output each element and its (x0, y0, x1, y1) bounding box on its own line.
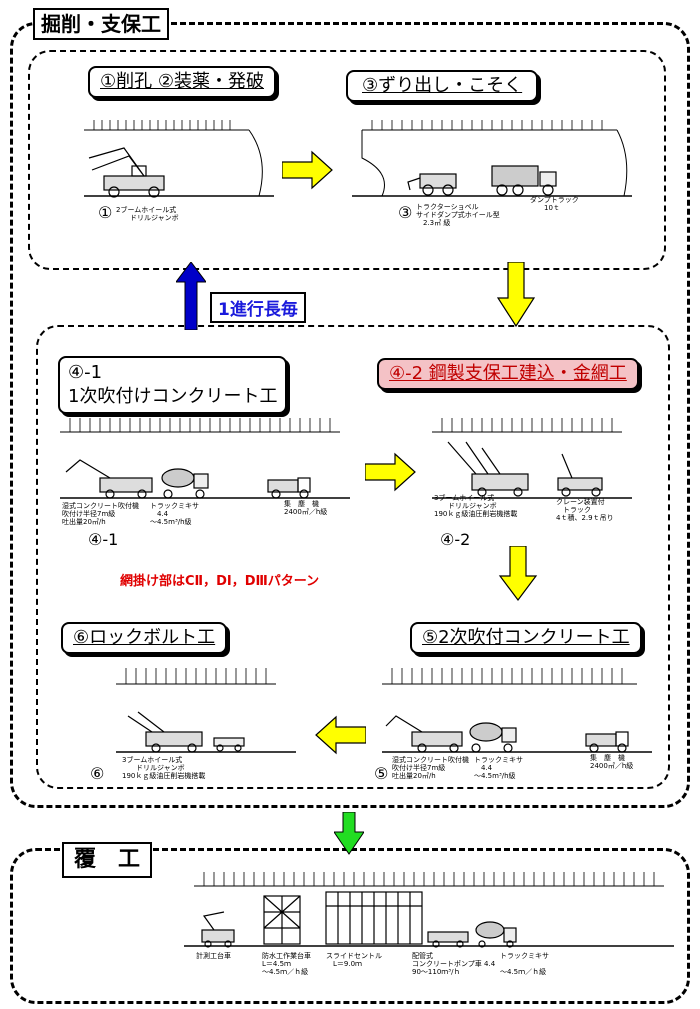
scene-rock-bolt (116, 660, 296, 756)
scene-4-1-caption-b: トラックミキサ 4.4 ～4.5m³/h級 (150, 502, 199, 526)
cycle-arrow (176, 262, 206, 330)
excavation-title: 掘削・支保工 (33, 8, 169, 40)
scene-shotcrete-1 (60, 412, 350, 502)
concrete-pump-icon (427, 931, 469, 948)
measuring-carriage-icon (201, 911, 235, 948)
scene-5-number: ⑤ (374, 764, 389, 783)
scene-lining (184, 866, 684, 950)
scene-4-1-number: ④-1 (88, 530, 119, 549)
waterproof-carriage-icon (263, 895, 301, 945)
excavation-frame (10, 22, 690, 808)
scene-1-number: ① (98, 203, 113, 222)
scene-drill-jumbo (84, 118, 274, 198)
shotcrete-machine-2-icon (385, 715, 463, 753)
truck-mixer-3-icon (475, 921, 517, 948)
scene-steel-support (432, 412, 632, 502)
support-frame (36, 325, 670, 789)
shotcrete-machine-icon (65, 459, 153, 499)
arrow-1-to-3 (282, 150, 333, 190)
scene-4-2-number: ④-2 (440, 530, 471, 549)
scene-5-caption-c: 集 塵 機 2400㎥／h級 (590, 754, 634, 770)
dust-collector-icon (267, 477, 311, 499)
drill-jumbo-3boom-icon (447, 441, 529, 497)
lining-caption-a: 計測工台車 (196, 952, 231, 960)
slide-centle-icon (325, 891, 423, 945)
small-truck-icon (213, 737, 245, 752)
truck-mixer-2-icon (469, 722, 517, 753)
scene-4-1-caption-a: 湿式コンクリート吹付機 吹付け半径7m級 吐出量20㎥/h (62, 502, 139, 526)
lining-caption-e: トラックミキサ ～4.5ｍ／ｈ級 (500, 952, 549, 976)
scene-3-caption-a: トラクターショベル サイドダンプ式ホイール型 2.3㎥ 級 (416, 203, 500, 227)
scene-4-2-caption-a: 3ブームホイール式 ドリルジャンボ 190ｋｇ級油圧削岩機搭載 (434, 494, 518, 518)
scene-3-number: ③ (398, 203, 413, 222)
drill-jumbo-icon (88, 147, 165, 198)
step-4-1-line1: ④-1 (68, 362, 103, 383)
crane-truck-icon (557, 453, 603, 497)
dust-collector-2-icon (585, 731, 629, 753)
step-4-1-line2: 1次吹付けコンクリート工 (68, 386, 278, 407)
scene-5-caption-b: トラックミキサ 4.4 ～4.5m³/h級 (474, 756, 523, 780)
lining-title: 覆 工 (62, 842, 153, 878)
step-4-1-label: ④-1 1次吹付けコンクリート工 (58, 356, 288, 414)
cycle-label: 1進行長毎 (210, 292, 306, 323)
lining-caption-d: 配管式 コンクリートポンプ車 4.4 90～110ｍ³/ｈ (412, 952, 496, 976)
step-3-label: ③ずり出し・こそく (346, 70, 539, 102)
step-1-2-label: ①削孔 ②装薬・発破 (88, 66, 276, 98)
scene-1-caption: 2ブームホイール式 ドリルジャンボ (116, 206, 179, 222)
truck-mixer-icon (161, 468, 209, 499)
wheel-loader-icon (407, 173, 457, 196)
dump-truck-icon (491, 165, 557, 196)
step-4-2-label: ④-2 鋼製支保工建込・金網工 (377, 358, 639, 390)
scene-6-number: ⑥ (90, 764, 105, 783)
arrow-4-1-to-4-2 (365, 452, 416, 492)
arrow-to-lining (334, 812, 364, 855)
step-5-label: ⑤2次吹付コンクリート工 (410, 622, 642, 654)
scene-3-caption-b: ダンプトラック 10ｔ (530, 196, 579, 212)
pattern-note: 網掛け部はCⅡ，DⅠ，DⅢパターン (120, 574, 320, 589)
scene-mucking (352, 118, 632, 198)
arrow-4-2-to-5 (498, 546, 538, 601)
step-6-label: ⑥ロックボルト工 (61, 622, 228, 654)
arrow-3-to-4 (496, 262, 536, 328)
scene-5-caption-a: 湿式コンクリート吹付機 吹付け半径7m級 吐出量20㎥/h (392, 756, 469, 780)
drill-muck-frame (28, 50, 666, 270)
scene-shotcrete-2 (382, 660, 652, 756)
rock-bolt-jumbo-icon (127, 711, 203, 753)
lining-caption-c: スライドセントル L＝9.0ｍ (326, 952, 382, 968)
scene-6-caption-a: 3ブームホイール式 ドリルジャンボ 190ｋｇ級油圧削岩機搭載 (122, 756, 206, 780)
scene-4-2-caption-b: クレーン装置付 トラック 4ｔ積、2.9ｔ吊り (556, 498, 614, 522)
arrow-5-to-6 (315, 715, 366, 755)
scene-4-1-caption-c: 集 塵 機 2400㎥／h級 (284, 500, 328, 516)
lining-caption-b: 防水工作業台車 L＝4.5ｍ ～4.5ｍ／ｈ級 (262, 952, 311, 976)
